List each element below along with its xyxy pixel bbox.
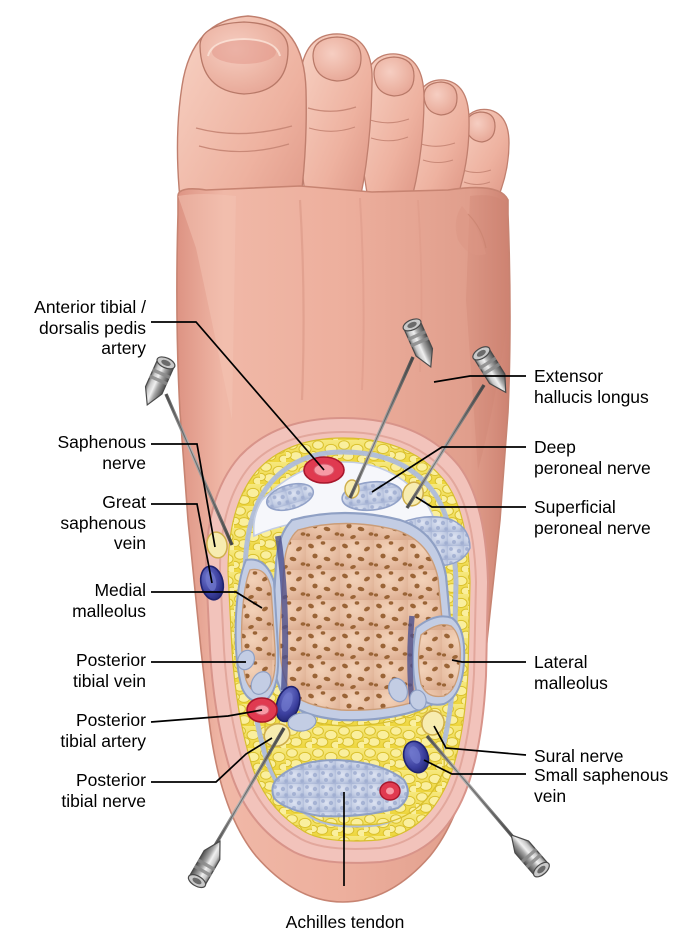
leader-saphenous-nerve: [151, 443, 216, 548]
flexor-hallucis-tendon: [287, 712, 317, 732]
label-saphenous-nerve: Saphenous nerve: [57, 432, 146, 473]
tibialis-anterior-tendon: [265, 482, 315, 512]
toe-3-crease: [369, 118, 410, 124]
leader-sural-nerve: [433, 725, 527, 756]
dorsum-shadow-lateral: [466, 195, 508, 470]
toe-1-crease: [195, 125, 293, 135]
leader-posterior-tibial-artery: [150, 709, 263, 723]
tibia-bone: [270, 511, 454, 722]
toe-5-crease-2: [463, 181, 491, 185]
toe-3-crease-2: [370, 136, 409, 142]
toe-1-crease-2: [198, 143, 290, 153]
label-sural-nerve: Sural nerve: [534, 746, 624, 766]
extensor-tendon-hint-1: [298, 199, 305, 401]
leader-deep-peroneal-nerve: [371, 446, 526, 493]
needle-posterior-tibial[interactable]: [186, 727, 286, 890]
leader-anterior-tibial-artery: [151, 321, 325, 471]
leader-superficial-peroneal-nerve: [415, 496, 526, 508]
toenail-5: [465, 111, 496, 143]
toe-4-crease-2: [422, 159, 454, 163]
label-great-saphenous-vein: Great saphenous vein: [60, 492, 146, 553]
ankle-cross-section: [199, 416, 490, 864]
leader-extensor-hallucis-longus: [433, 375, 526, 383]
label-deep-peroneal-nerve: Deep peroneal nerve: [534, 437, 651, 478]
toenail-1-bed: [212, 40, 276, 64]
lateral-malleolus-surface: [455, 206, 486, 256]
achilles-tendon-section: [271, 758, 409, 818]
lateral-joint-space: [407, 615, 415, 705]
label-medial-malleolus: Medial malleolus: [72, 580, 146, 621]
peroneal-tendon-2: [409, 689, 427, 711]
dermis-boundary: [218, 430, 478, 850]
needle-saphenous[interactable]: [139, 354, 234, 546]
saphenous-nerve-vessel: [206, 531, 228, 559]
peroneal-artery-branch: [379, 781, 401, 801]
label-lateral-malleolus: Lateral malleolus: [534, 652, 608, 693]
leader-great-saphenous-vein: [151, 503, 213, 584]
label-superficial-peroneal-nerve: Superficial peroneal nerve: [534, 497, 651, 538]
leader-lateral-malleolus: [451, 659, 526, 663]
posterior-tibial-vein-vessel: [275, 685, 301, 723]
toenail-1: [199, 21, 289, 95]
vena-comitans-medial: [250, 671, 272, 695]
needle-sural[interactable]: [425, 734, 552, 880]
needle-deep-peroneal[interactable]: [348, 316, 439, 499]
toenail-1-highlight: [207, 37, 281, 57]
peroneal-tendon-1: [387, 677, 409, 703]
leader-medial-malleolus: [151, 591, 263, 609]
label-anterior-tibial-artery: Anterior tibial / dorsalis pedis artery: [34, 297, 146, 358]
toe-2-crease-2: [308, 126, 356, 132]
toe-4-crease: [420, 142, 456, 147]
label-posterior-tibial-vein: Posterior tibial vein: [73, 650, 146, 691]
small-saphenous-vein-vessel: [402, 740, 430, 774]
leader-lines: [150, 321, 527, 886]
leader-small-saphenous-vein: [423, 759, 526, 775]
label-achilles-tendon: Achilles tendon: [285, 912, 405, 932]
toenail-4: [423, 81, 458, 116]
leader-posterior-tibial-nerve: [151, 737, 273, 783]
label-posterior-tibial-artery: Posterior tibial artery: [60, 710, 146, 751]
sural-nerve-vessel: [421, 710, 445, 736]
flexor-tendon-medial: [237, 649, 255, 671]
lateral-surface-crease: [467, 213, 487, 249]
toe-2-crease: [307, 106, 357, 112]
toenail-3: [373, 56, 415, 97]
extensor-tendon-hint-2: [359, 197, 365, 391]
dorsum-highlight-medial: [178, 194, 236, 420]
lateral-malleolus-bone: [412, 615, 466, 706]
label-posterior-tibial-nerve: Posterior tibial nerve: [61, 770, 146, 811]
medial-joint-space: [275, 535, 289, 691]
toenail-2: [312, 36, 362, 82]
needles-group: [139, 316, 552, 890]
label-extensor-hallucis-longus: Extensor hallucis longus: [534, 366, 649, 407]
toe-5-crease: [462, 169, 492, 174]
label-small-saphenous-vein: Small saphenous vein: [534, 765, 669, 806]
